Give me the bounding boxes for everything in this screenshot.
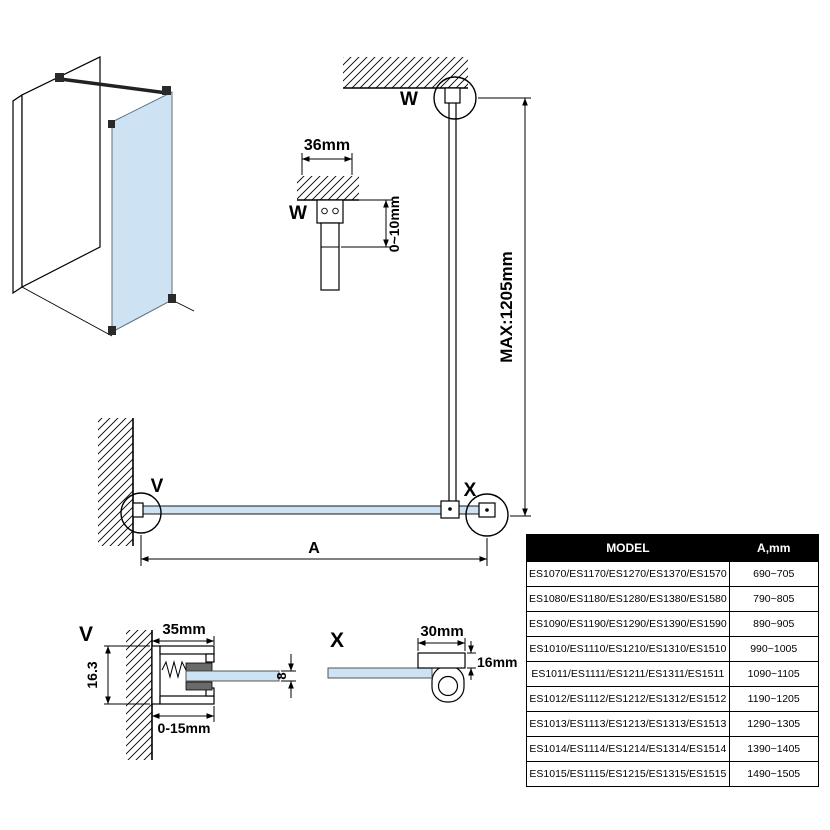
dim-a: A [308, 540, 320, 557]
dim-0-10mm: 0~10mm [386, 196, 402, 252]
isometric-view [12, 56, 195, 337]
a-mm-cell: 1190~1205 [728, 686, 819, 712]
model-cell: ES1015/ES1115/ES1215/ES1315/ES1515 [526, 761, 730, 787]
wall-front-face [21, 56, 101, 288]
wall-side-face [12, 93, 23, 295]
glass-clamp-bottom [185, 681, 213, 691]
a-mm-cell: 990~1005 [728, 636, 819, 662]
table-row: ES1012/ES1112/ES1212/ES1312/ES1512 1190~… [526, 686, 819, 712]
detail-x-view: X 30mm 16mm [327, 623, 517, 703]
profile-bottom-arm [159, 695, 215, 705]
glass-plan [132, 505, 489, 515]
clamp-plate-x [417, 652, 466, 669]
ceiling-hatch [343, 57, 468, 88]
a-mm-cell: 1390~1405 [728, 736, 819, 762]
glass-section-v [185, 670, 280, 682]
bar-glass-fitting [162, 86, 171, 95]
screw-right [332, 207, 339, 215]
table-header-model: MODEL [526, 534, 730, 562]
profile-top-arm [159, 645, 215, 655]
floor-line [21, 286, 113, 337]
table-row: ES1011/ES1111/ES1211/ES1311/ES1511 1090~… [526, 661, 819, 687]
dim-30mm: 30mm [420, 623, 463, 640]
a-mm-cell: 690~705 [728, 561, 819, 587]
table-row: ES1080/ES1180/ES1280/ES1380/ES1580 790~8… [526, 586, 819, 612]
model-cell: ES1013/ES1113/ES1213/ES1313/ES1513 [526, 711, 730, 737]
model-cell: ES1011/ES1111/ES1211/ES1311/ES1511 [526, 661, 730, 687]
plan-view: V X A [98, 418, 509, 566]
glass-foot-left [108, 326, 116, 335]
support-bar-elevation: W MAX:1205mm [343, 57, 531, 517]
label-v: V [151, 476, 164, 497]
profile-lip-top [205, 653, 215, 663]
wall-hatch-plan [98, 418, 133, 546]
wall-hatch-v [126, 630, 152, 760]
dim-35mm: 35mm [162, 621, 205, 638]
table-header-a-mm: A,mm [728, 534, 819, 562]
callout-circle-v [120, 492, 162, 534]
table-row: ES1090/ES1190/ES1290/ES1390/ES1590 890~9… [526, 611, 819, 637]
table-header-row: MODEL A,mm [526, 534, 819, 562]
model-cell: ES1090/ES1190/ES1290/ES1390/ES1590 [526, 611, 730, 637]
glass-panel-iso [111, 91, 173, 333]
screw-left [321, 207, 328, 215]
dim-max-1205mm: MAX:1205mm [497, 251, 516, 363]
dim-8: 8 [274, 672, 289, 679]
model-size-table: MODEL A,mm ES1070/ES1170/ES1270/ES1370/E… [526, 534, 819, 787]
bar-knuckle [437, 675, 459, 697]
label-x-detail: X [330, 629, 344, 652]
detail-w-view: 36mm 0~10mm W [289, 137, 402, 291]
end-bracket-screw [485, 508, 489, 512]
glass-foot-right [168, 294, 176, 303]
adjustment-spring [161, 660, 187, 679]
detail-v-view: V 16.3 35mm 8 0-15mm [79, 621, 296, 760]
table-row: ES1070/ES1170/ES1270/ES1370/ES1570 690~7… [526, 561, 819, 587]
dim-16mm: 16mm [477, 654, 517, 670]
glass-section-x [327, 667, 433, 679]
a-mm-cell: 1090~1105 [728, 661, 819, 687]
a-mm-cell: 1290~1305 [728, 711, 819, 737]
dim-0-15mm: 0-15mm [158, 720, 211, 736]
model-cell: ES1014/ES1114/ES1214/ES1314/ES1514 [526, 736, 730, 762]
label-w: W [400, 89, 418, 110]
glass-clamp-top [185, 662, 213, 672]
label-w-detail: W [289, 203, 307, 224]
wall-hatch [297, 176, 359, 200]
callout-circle-x [465, 493, 509, 537]
support-bar [448, 87, 457, 504]
bracket-plate [316, 199, 344, 224]
table-row: ES1013/ES1113/ES1213/ES1313/ES1513 1290~… [526, 711, 819, 737]
a-mm-cell: 1490~1505 [728, 761, 819, 787]
label-v-detail: V [79, 623, 93, 646]
table-row: ES1015/ES1115/ES1215/ES1315/ES1515 1490~… [526, 761, 819, 787]
dim-36mm: 36mm [304, 137, 350, 154]
model-cell: ES1070/ES1170/ES1270/ES1370/ES1570 [526, 561, 730, 587]
table-row: ES1010/ES1110/ES1210/ES1310/ES1510 990~1… [526, 636, 819, 662]
callout-circle-w [433, 76, 477, 120]
dim-16-3: 16.3 [84, 661, 100, 688]
model-cell: ES1010/ES1110/ES1210/ES1310/ES1510 [526, 636, 730, 662]
label-x: X [464, 480, 477, 501]
bar-bracket-screw [448, 507, 452, 511]
a-mm-cell: 790~805 [728, 586, 819, 612]
ceiling-mount [444, 87, 461, 104]
support-bar-iso [59, 77, 168, 95]
a-mm-cell: 890~905 [728, 611, 819, 637]
bracket-arm [320, 222, 340, 291]
table-row: ES1014/ES1114/ES1214/ES1314/ES1514 1390~… [526, 736, 819, 762]
bar-wall-fitting [55, 73, 64, 82]
wall-profile-plan [132, 502, 144, 518]
profile-wall-plate [151, 645, 161, 705]
model-cell: ES1080/ES1180/ES1280/ES1380/ES1580 [526, 586, 730, 612]
model-cell: ES1012/ES1112/ES1212/ES1312/ES1512 [526, 686, 730, 712]
wall-profile-fitting [108, 120, 115, 128]
